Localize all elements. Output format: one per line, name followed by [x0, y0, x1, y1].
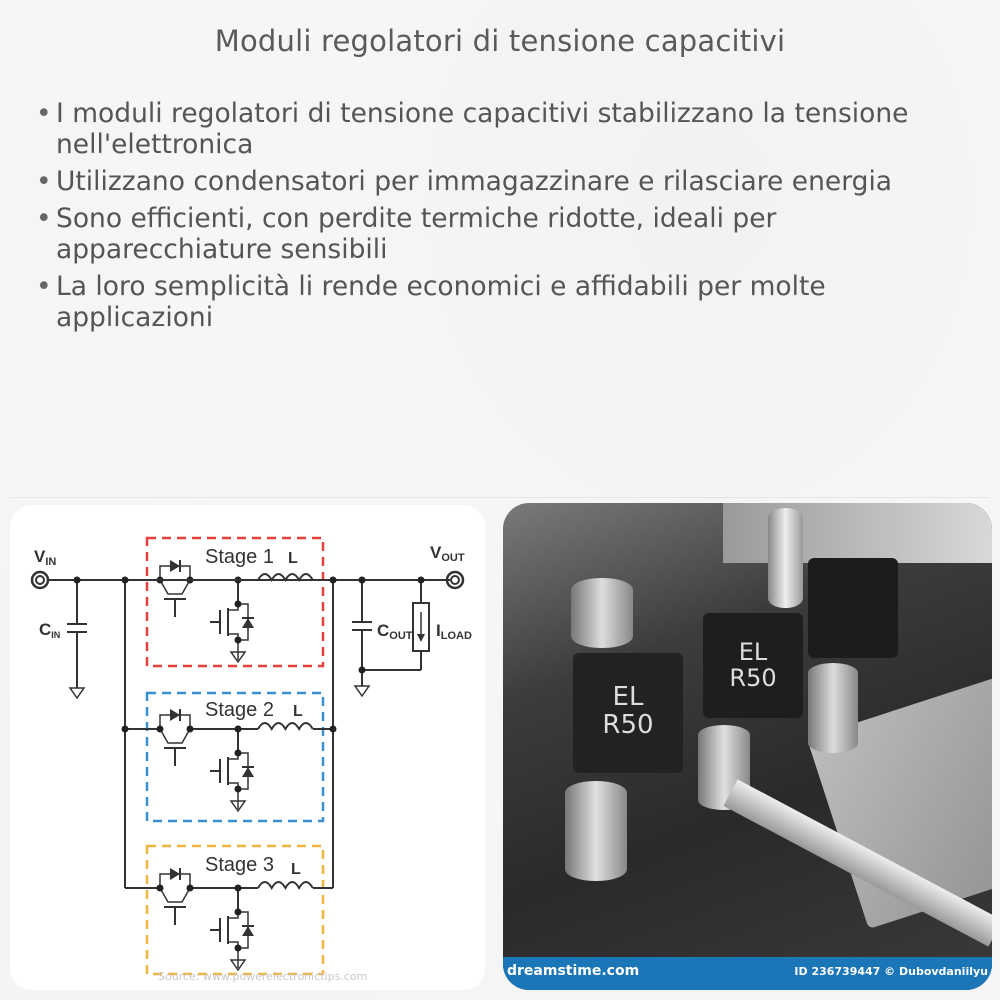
board-highlight [723, 503, 992, 563]
stage-2-label: Stage 2 [205, 699, 274, 721]
watermark-id: ID 236739447 © Dubovdaniilyu [794, 965, 988, 978]
stage-3 [125, 844, 333, 976]
diagram-source: Source: www.powerelectronictips.com [158, 970, 368, 983]
stage-box [145, 691, 325, 823]
cin-label: CIN [39, 620, 60, 640]
capacitor [565, 781, 627, 881]
stage-box [145, 844, 325, 976]
output-capacitor [352, 580, 421, 698]
cout-label: COUT [377, 621, 413, 642]
vout-label: VOUT [430, 543, 465, 564]
stage-2-inductor-label: L [293, 703, 303, 720]
vout-terminal [445, 570, 465, 590]
stage-box [145, 536, 325, 668]
watermark-brand: dreamstime.com [507, 963, 640, 979]
circuit-diagram: VIN VOUT CIN COUT ILOAD Stage 1 L Stage … [30, 536, 472, 976]
stage-1-inductor-label: L [288, 550, 298, 567]
bullet-item: La loro semplicità li rende economici e … [36, 271, 956, 333]
stage-3-label: Stage 3 [205, 854, 274, 876]
divider [10, 497, 990, 498]
vin-terminal [30, 570, 50, 590]
load-current-source [412, 580, 430, 670]
bullet-item: Utilizzano condensatori per immagazzinar… [36, 166, 956, 197]
bullet-item: I moduli regolatori di tensione capaciti… [36, 98, 956, 160]
stage-1-label: Stage 1 [205, 546, 274, 568]
capacitor [571, 578, 633, 648]
page-title: Moduli regolatori di tensione capacitivi [214, 24, 786, 58]
bullet-item: Sono efficienti, con perdite termiche ri… [36, 203, 956, 265]
watermark-bar: dreamstime.com ID 236739447 © Dubovdanii… [503, 957, 992, 990]
stage-1 [125, 536, 325, 668]
capacitor [768, 508, 803, 608]
inductor [808, 558, 898, 658]
capacitor [808, 663, 858, 753]
circuit-diagram-card [10, 505, 485, 990]
iload-label: ILOAD [436, 621, 472, 642]
stage-2 [125, 691, 333, 823]
input-capacitor [67, 580, 87, 700]
stage-3-inductor-label: L [291, 861, 301, 878]
bullet-list: I moduli regolatori di tensione capaciti… [36, 98, 956, 339]
vin-label: VIN [34, 547, 56, 568]
